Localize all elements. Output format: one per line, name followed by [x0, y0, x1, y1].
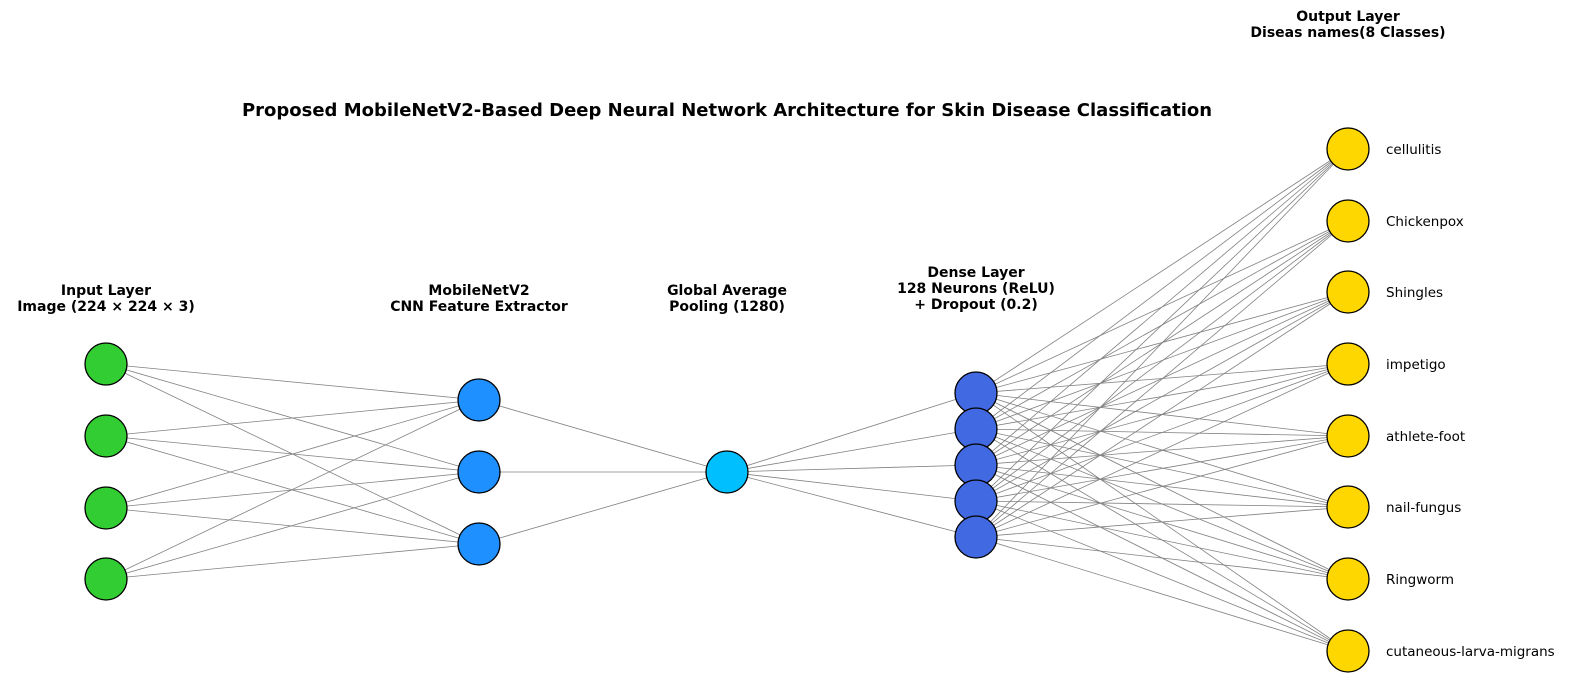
connection-dense-3-to-output-1 — [975, 220, 1349, 502]
nodes-group — [84, 127, 1370, 673]
dense-label-line-3: + Dropout (0.2) — [914, 297, 1038, 313]
connection-dense-4-to-output-1 — [975, 220, 1349, 538]
connection-dense-3-to-output-5 — [975, 500, 1349, 508]
cnn-node-1 — [457, 378, 501, 422]
gap-label-line-2: Pooling (1280) — [669, 299, 785, 315]
input-node-3 — [84, 486, 128, 530]
connection-dense-3-to-output-7 — [975, 500, 1349, 652]
output-label-line-2: Diseas names(8 Classes) — [1250, 25, 1445, 41]
output-node-1 — [1326, 127, 1370, 171]
connection-gap-0-to-dense-3 — [726, 471, 977, 502]
connection-dense-4-to-output-4 — [975, 435, 1349, 538]
output-class-label: cutaneous-larva-migrans — [1386, 644, 1555, 660]
connection-dense-3-to-output-3 — [975, 363, 1349, 502]
cnn-node-3 — [457, 522, 501, 566]
connection-input-2-to-cnn-1 — [105, 471, 480, 509]
connection-cnn-2-to-gap-0 — [478, 471, 728, 545]
output-class-label: cellulitis — [1386, 142, 1441, 158]
connection-input-3-to-cnn-1 — [105, 471, 480, 580]
output-node-2 — [1326, 199, 1370, 243]
connection-dense-3-to-output-2 — [975, 291, 1349, 502]
connection-input-1-to-cnn-0 — [105, 399, 480, 437]
output-class-label: Chickenpox — [1386, 214, 1464, 230]
input-label-line-2: Image (224 × 224 × 3) — [17, 299, 195, 315]
output-class-label: Shingles — [1386, 285, 1443, 301]
connection-gap-0-to-dense-4 — [726, 471, 977, 538]
connections-group — [105, 148, 1349, 652]
output-node-4 — [1326, 342, 1370, 386]
connection-input-3-to-cnn-2 — [105, 543, 480, 580]
connection-gap-0-to-dense-0 — [726, 392, 977, 473]
output-node-5 — [1326, 414, 1370, 458]
connection-dense-1-to-output-0 — [975, 148, 1349, 430]
connection-dense-4-to-output-3 — [975, 363, 1349, 538]
dense-node-5 — [954, 515, 998, 559]
connection-dense-3-to-output-4 — [975, 435, 1349, 502]
output-class-label: impetigo — [1386, 357, 1446, 373]
connection-gap-0-to-dense-2 — [726, 464, 977, 473]
output-node-8 — [1326, 629, 1370, 673]
cnn-node-2 — [457, 450, 501, 494]
connection-dense-4-to-output-5 — [975, 506, 1349, 538]
dense-label-line-1: Dense Layer — [927, 265, 1024, 281]
output-class-label: Ringworm — [1386, 572, 1454, 588]
connection-input-0-to-cnn-0 — [105, 363, 480, 401]
output-node-3 — [1326, 270, 1370, 314]
cnn-label-line-1: MobileNetV2 — [428, 283, 529, 299]
connection-dense-4-to-output-2 — [975, 291, 1349, 538]
input-node-2 — [84, 414, 128, 458]
output-class-label: athlete-foot — [1386, 429, 1465, 445]
connection-gap-0-to-dense-1 — [726, 428, 977, 473]
input-label-line-1: Input Layer — [61, 283, 151, 299]
output-node-7 — [1326, 557, 1370, 601]
diagram-title: Proposed MobileNetV2-Based Deep Neural N… — [242, 100, 1212, 121]
input-node-4 — [84, 557, 128, 601]
connection-input-2-to-cnn-0 — [105, 399, 480, 509]
connection-dense-4-to-output-0 — [975, 148, 1349, 538]
connection-input-3-to-cnn-0 — [105, 399, 480, 580]
dense-label-line-2: 128 Neurons (ReLU) — [897, 281, 1055, 297]
connection-dense-3-to-output-6 — [975, 500, 1349, 580]
cnn-label-line-2: CNN Feature Extractor — [390, 299, 568, 315]
connection-dense-4-to-output-7 — [975, 536, 1349, 652]
gap-label-line-1: Global Average — [667, 283, 787, 299]
gap-node-1 — [705, 450, 749, 494]
input-node-1 — [84, 342, 128, 386]
connection-dense-4-to-output-6 — [975, 536, 1349, 580]
connection-dense-3-to-output-0 — [975, 148, 1349, 502]
output-label-line-1: Output Layer — [1296, 9, 1400, 25]
connection-dense-2-to-output-0 — [975, 148, 1349, 466]
output-node-6 — [1326, 485, 1370, 529]
connection-dense-0-to-output-0 — [975, 148, 1349, 394]
output-class-label: nail-fungus — [1386, 500, 1461, 516]
connection-input-2-to-cnn-2 — [105, 507, 480, 545]
connection-cnn-0-to-gap-0 — [478, 399, 728, 473]
